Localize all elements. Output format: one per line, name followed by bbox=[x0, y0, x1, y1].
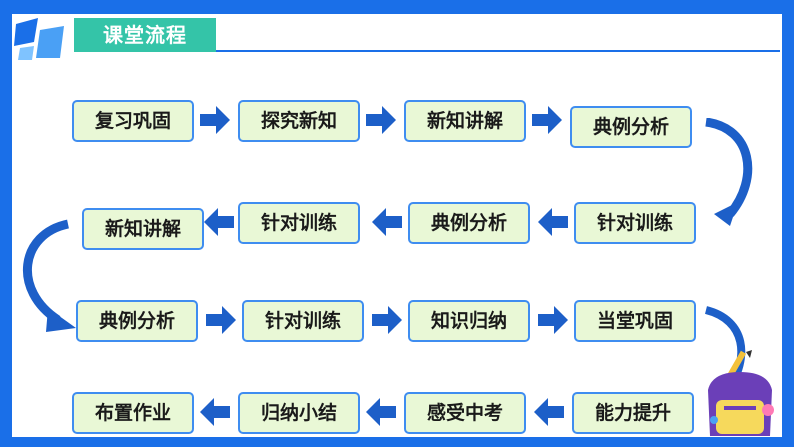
arrow-left-icon bbox=[534, 398, 564, 426]
frame-right-border bbox=[782, 0, 794, 447]
step-practice[interactable]: 针对训练 bbox=[242, 300, 364, 342]
step-summary[interactable]: 归纳小结 bbox=[238, 392, 360, 434]
step-practice[interactable]: 针对训练 bbox=[238, 202, 360, 244]
frame-left-border bbox=[0, 0, 12, 447]
arrow-right-icon bbox=[200, 106, 230, 134]
step-practice[interactable]: 针对训练 bbox=[574, 202, 696, 244]
step-review[interactable]: 复习巩固 bbox=[72, 100, 194, 142]
arrow-right-icon bbox=[538, 306, 568, 334]
step-summary-knowledge[interactable]: 知识归纳 bbox=[408, 300, 530, 342]
step-explore-new[interactable]: 探究新知 bbox=[238, 100, 360, 142]
curve-arrow-down-icon bbox=[22, 219, 76, 332]
page-title: 课堂流程 bbox=[103, 23, 187, 47]
step-example-analysis[interactable]: 典例分析 bbox=[570, 106, 692, 148]
step-exam-experience[interactable]: 感受中考 bbox=[404, 392, 526, 434]
arrow-right-icon bbox=[366, 106, 396, 134]
step-ability-improve[interactable]: 能力提升 bbox=[572, 392, 694, 434]
arrow-right-icon bbox=[532, 106, 562, 134]
frame-bottom-border bbox=[0, 437, 794, 447]
step-example-analysis[interactable]: 典例分析 bbox=[76, 300, 198, 342]
title-bar: 课堂流程 bbox=[74, 18, 216, 52]
step-homework[interactable]: 布置作业 bbox=[72, 392, 194, 434]
step-example-analysis[interactable]: 典例分析 bbox=[408, 202, 530, 244]
title-underline bbox=[216, 50, 780, 52]
step-consolidate[interactable]: 当堂巩固 bbox=[574, 300, 696, 342]
step-new-lecture[interactable]: 新知讲解 bbox=[82, 208, 204, 250]
corner-logo-icon bbox=[14, 18, 64, 60]
arrow-right-icon bbox=[372, 306, 402, 334]
backpack-icon bbox=[708, 350, 774, 436]
frame-top-border bbox=[0, 0, 794, 14]
arrow-left-icon bbox=[366, 398, 396, 426]
step-new-lecture[interactable]: 新知讲解 bbox=[404, 100, 526, 142]
arrow-left-icon bbox=[372, 208, 402, 236]
arrow-left-icon bbox=[204, 208, 234, 236]
arrow-left-icon bbox=[200, 398, 230, 426]
arrow-right-icon bbox=[206, 306, 236, 334]
arrow-left-icon bbox=[538, 208, 568, 236]
curve-arrow-down-icon bbox=[705, 118, 753, 226]
